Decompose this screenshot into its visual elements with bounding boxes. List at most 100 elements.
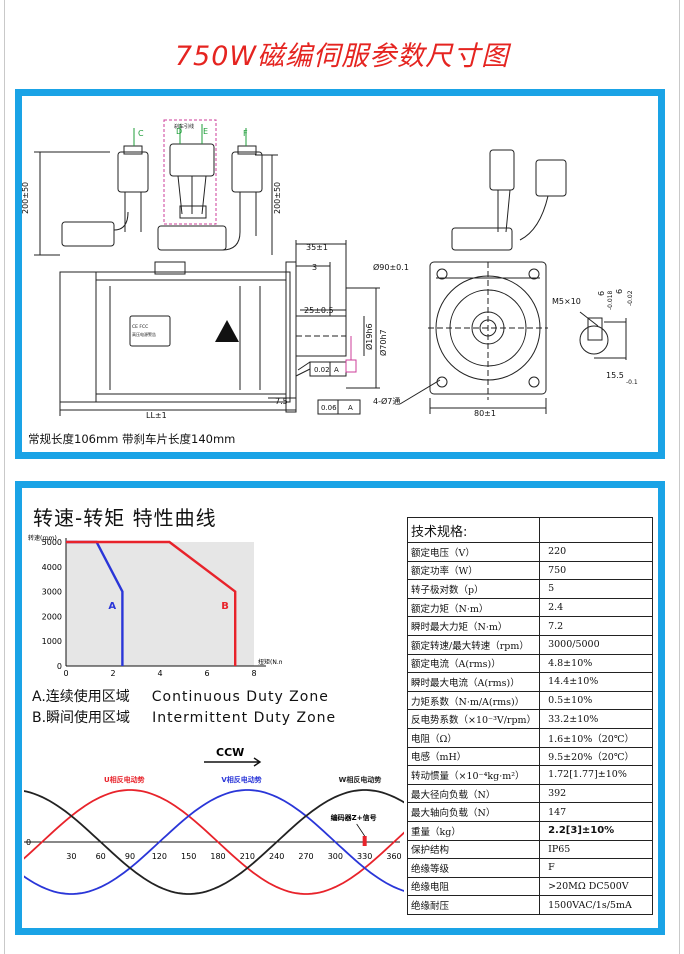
x-tick-label: 240: [269, 852, 284, 861]
spec-row: 转子极对数（p）5: [406, 579, 653, 599]
spec-header-row: 技术规格:: [406, 517, 653, 543]
spec-value: 392: [539, 783, 653, 804]
y-tick-label: 5000: [42, 538, 62, 547]
spec-row: 转动惯量（×10⁻⁴kg·m²）1.72[1.77]±10%: [406, 765, 653, 785]
emf-series-3-line: [24, 789, 404, 895]
dim-35: 35±1: [306, 243, 328, 252]
page-border-left: [4, 0, 5, 954]
spec-value: 7.2: [539, 616, 653, 636]
spec-value: 33.2±10%: [539, 709, 653, 729]
spec-value: 5: [539, 579, 653, 599]
spec-key: 电阻（Ω）: [406, 727, 541, 748]
dim-7-5: 7.5: [275, 397, 288, 406]
spec-value: 9.5±20%（20℃）: [539, 746, 653, 767]
emf-series-2-label: V相反电动势: [221, 775, 261, 784]
y-tick-label: 0: [57, 662, 62, 671]
emf-series-2-line: [24, 789, 404, 895]
dim-ll: LL±1: [146, 411, 167, 420]
dim-holes: 4-Ø7通: [373, 396, 400, 406]
spec-header-empty: [539, 517, 653, 543]
spec-key: 绝缘等级: [406, 858, 541, 878]
spec-row: 反电势系数（×10⁻³V/rpm）33.2±10%: [406, 709, 653, 729]
spec-value: 4.8±10%: [539, 653, 653, 674]
emf-series-1-line: [24, 789, 404, 895]
spec-key: 电感（mH）: [406, 746, 541, 767]
spec-key: 额定转速/最大转速（rpm）: [406, 634, 541, 655]
y-tick-label: 1000: [42, 637, 62, 646]
x-tick-label: 180: [210, 852, 225, 861]
spec-value: 220: [539, 542, 653, 562]
emf-series-3-label: W相反电动势: [339, 775, 382, 784]
y-axis-label: 转速(rpm): [28, 534, 57, 542]
spec-value: 147: [539, 802, 653, 822]
torque-speed-chart: 转速(rpm)扭矩(N.m)01000200030004000500002468…: [28, 534, 282, 678]
spec-value: 1.72[1.77]±10%: [539, 765, 653, 785]
dim-height-left: 200±50: [21, 182, 30, 214]
spec-key: 绝缘耐压: [406, 895, 541, 915]
spec-key: 转动惯量（×10⁻⁴kg·m²）: [406, 765, 541, 785]
x-tick-label: 330: [357, 852, 372, 861]
spec-key: 最大径向负载（N）: [406, 783, 541, 804]
spec-row: 额定力矩（N·m）2.4: [406, 597, 653, 618]
dim-key-1-tol: -0.018: [607, 290, 614, 310]
x-tick-label: 300: [328, 852, 343, 861]
ccw-arrow: [204, 757, 262, 767]
spec-value: 3000/5000: [539, 634, 653, 655]
dimension-drawing: 200±50 200±50 C D E F 刹车引线 35±1 3 25±0.5…: [21, 119, 638, 420]
spec-key: 额定电流（A(rms)）: [406, 653, 541, 674]
spec-value: F: [539, 858, 653, 878]
length-note: 常规长度106mm 带刹车片长度140mm: [28, 432, 236, 446]
x-axis-label: 扭矩(N.m): [258, 658, 282, 666]
x-tick-label: 210: [240, 852, 255, 861]
spec-row: 额定电流（A(rms)）4.8±10%: [406, 653, 653, 674]
spec-row: 电感（mH）9.5±20%（20℃）: [406, 746, 653, 767]
spec-key: 瞬时最大力矩（N·m）: [406, 616, 541, 636]
spec-row: 瞬时最大力矩（N·m）7.2: [406, 616, 653, 636]
spec-value: 0.5±10%: [539, 690, 653, 711]
connector-mid-label: 刹车引线: [174, 123, 194, 130]
x-tick-label: 90: [125, 852, 135, 861]
spec-value: >20MΩ DC500V: [539, 876, 653, 897]
spec-value: 2.4: [539, 597, 653, 618]
spec-key: 力矩系数（N·m/A(rms)）: [406, 690, 541, 711]
tolerance-1: 0.02: [314, 366, 330, 374]
dim-key-2-tol: -0.02: [627, 290, 634, 306]
dim-70: Ø70h7: [378, 329, 388, 356]
spec-row: 力矩系数（N·m/A(rms)）0.5±10%: [406, 690, 653, 711]
spec-row: 瞬时最大电流（A(rms)）14.4±10%: [406, 672, 653, 692]
spec-key: 绝缘电阻: [406, 876, 541, 897]
spec-value: 1.6±10%（20℃）: [539, 727, 653, 748]
connector-c-label: C: [138, 129, 144, 138]
x-tick-label: 360: [386, 852, 401, 861]
spec-row: 额定功率（W）750: [406, 560, 653, 581]
spec-value: 750: [539, 560, 653, 581]
dim-height-right: 200±50: [273, 182, 282, 214]
connector-f-label: F: [243, 129, 248, 138]
y-tick-label: 2000: [42, 612, 62, 621]
x-tick-label: 4: [157, 669, 162, 678]
nameplate-text: CE FCC: [132, 324, 148, 330]
spec-row: 重量（kg）2.2[3]±10%: [406, 820, 653, 841]
spec-key: 瞬时最大电流（A(rms)）: [406, 672, 541, 692]
connector-e-label: E: [203, 127, 208, 136]
tolerance-datum-2: A: [348, 404, 353, 412]
x-tick-label: 6: [204, 669, 209, 678]
series-b-label: B: [221, 601, 229, 612]
dim-19: Ø19h6: [364, 323, 374, 350]
connector-d-label: D: [176, 127, 182, 136]
spec-row: 额定转速/最大转速（rpm）3000/5000: [406, 634, 653, 655]
z-signal-leader: [356, 823, 365, 837]
spec-key: 额定电压（V）: [406, 542, 541, 562]
page-title: 750W磁编伺服参数尺寸图: [174, 41, 510, 72]
x-tick-label: 270: [298, 852, 313, 861]
spec-row: 电阻（Ω）1.6±10%（20℃）: [406, 727, 653, 748]
emf-series-1-label: U相反电动势: [104, 775, 145, 784]
dim-thread: M5×10: [552, 297, 581, 306]
spec-key: 重量（kg）: [406, 820, 541, 841]
dim-90: Ø90±0.1: [373, 262, 409, 272]
tolerance-datum-1: A: [334, 366, 339, 374]
